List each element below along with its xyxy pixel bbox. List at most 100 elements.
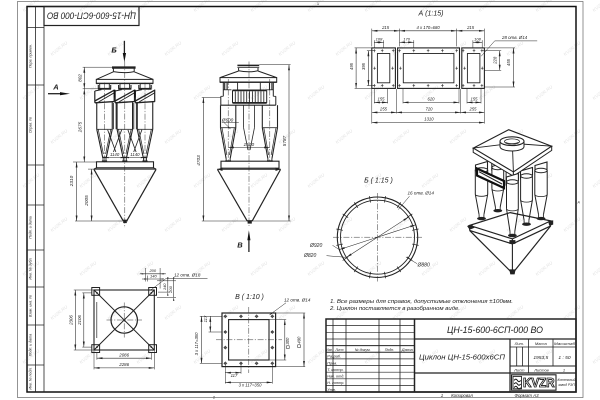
svg-text:KVZR.RU: KVZR.RU (592, 172, 600, 189)
svg-text:KVZR: KVZR (523, 376, 555, 390)
svg-text:1140: 1140 (110, 152, 120, 157)
svg-text:215: 215 (466, 25, 475, 30)
svg-text:200: 200 (148, 268, 156, 273)
svg-text:Б: Б (111, 46, 117, 55)
svg-text:2286: 2286 (118, 362, 129, 367)
svg-text:4703: 4703 (196, 155, 201, 166)
svg-text:ЦН-15-600-6СП-000 ВО: ЦН-15-600-6СП-000 ВО (447, 325, 543, 335)
svg-text:2106: 2106 (77, 315, 82, 326)
svg-text:Листов: Листов (533, 368, 549, 373)
svg-text:Инв. № дубл.: Инв. № дубл. (29, 257, 33, 279)
svg-text:Формат А3: Формат А3 (514, 393, 539, 398)
svg-text:Лит.: Лит. (514, 341, 524, 346)
svg-text:395: 395 (361, 62, 366, 70)
svg-text:Взам. инв. №: Взам. инв. № (29, 295, 33, 317)
svg-text:1: 1 (317, 1, 320, 6)
svg-text:Инв. № подл.: Инв. № подл. (29, 367, 33, 389)
svg-text:Подп. и дата: Подп. и дата (29, 334, 33, 357)
svg-text:1: 1 (563, 368, 565, 373)
svg-text:Котельный: Котельный (558, 378, 576, 382)
svg-text:802: 802 (78, 74, 83, 82)
svg-text:255: 255 (379, 106, 388, 111)
svg-text:2005: 2005 (84, 195, 89, 207)
svg-text:Ø820: Ø820 (303, 253, 316, 259)
svg-text:255: 255 (469, 106, 478, 111)
svg-text:3 x 117=350: 3 x 117=350 (194, 332, 199, 356)
svg-text:2306: 2306 (69, 315, 74, 326)
svg-text:2310: 2310 (69, 175, 74, 187)
svg-text:Циклон ЦН-15-600х6СП: Циклон ЦН-15-600х6СП (419, 353, 506, 362)
svg-text:А: А (577, 201, 581, 205)
svg-text:Перв. примен.: Перв. примен. (29, 44, 33, 68)
svg-text:Утв.: Утв. (327, 388, 336, 392)
svg-text:Лист: Лист (513, 368, 525, 373)
svg-text:117: 117 (203, 315, 208, 322)
svg-text:2: 2 (213, 395, 216, 400)
svg-text:В ( 1:10 ): В ( 1:10 ) (235, 294, 264, 301)
svg-text:Подп.: Подп. (385, 348, 395, 352)
svg-text:12 отв. Ø18: 12 отв. Ø18 (174, 273, 201, 278)
svg-text:KVZR.RU: KVZR.RU (592, 348, 600, 365)
svg-text:Масса: Масса (535, 341, 548, 346)
svg-text:108: 108 (474, 37, 481, 42)
svg-text:1310: 1310 (424, 117, 434, 122)
svg-text:ЦН-15-600-6СП-000 ВО: ЦН-15-600-6СП-000 ВО (46, 11, 136, 22)
svg-text:300: 300 (285, 337, 290, 345)
svg-text:KVZR.RU: KVZR.RU (592, 260, 600, 277)
svg-text:228: 228 (492, 56, 497, 65)
svg-text:А: А (52, 83, 58, 92)
svg-text:Ø920: Ø920 (309, 243, 322, 249)
svg-text:Дата: Дата (401, 348, 413, 352)
svg-text:KVZR.RU: KVZR.RU (592, 0, 600, 13)
svg-text:Копировал: Копировал (451, 393, 473, 398)
svg-text:108: 108 (376, 37, 383, 42)
svg-text:155: 155 (378, 96, 386, 101)
svg-text:Изм.: Изм. (327, 348, 333, 352)
svg-text:1: 1 (441, 393, 444, 398)
svg-text:1. Все размеры для справок, до: 1. Все размеры для справок, допустимые о… (330, 299, 513, 305)
svg-text:2. Циклон поставляется в разоб: 2. Циклон поставляется в разобранном вид… (329, 306, 460, 312)
svg-text:16 отв. Ø14: 16 отв. Ø14 (408, 191, 435, 196)
svg-text:Масштаб: Масштаб (554, 341, 576, 346)
svg-text:4 x 170=680: 4 x 170=680 (417, 25, 441, 30)
svg-text:Нач. отд.: Нач. отд. (327, 375, 344, 379)
svg-text:Справ. №: Справ. № (29, 117, 33, 133)
svg-text:завод РЭП: завод РЭП (557, 383, 575, 387)
svg-text:140: 140 (150, 274, 157, 279)
svg-text:215: 215 (381, 25, 390, 30)
svg-text:140: 140 (162, 283, 167, 290)
svg-text:1140: 1140 (130, 152, 140, 157)
svg-text:KVZR.RU: KVZR.RU (592, 84, 600, 101)
svg-text:Подп. и дата: Подп. и дата (29, 216, 33, 239)
svg-text:28 отв. Ø14: 28 отв. Ø14 (501, 35, 528, 40)
svg-text:А (1:15): А (1:15) (418, 11, 444, 18)
svg-text:Н. контр.: Н. контр. (327, 381, 344, 385)
svg-text:5787: 5787 (282, 135, 287, 146)
svg-text:12 отв. Ø14: 12 отв. Ø14 (284, 298, 311, 303)
svg-text:1953,5: 1953,5 (533, 355, 548, 361)
svg-text:1 : 50: 1 : 50 (558, 355, 571, 361)
svg-text:Ø880: Ø880 (417, 262, 430, 268)
svg-text:170: 170 (403, 37, 410, 42)
svg-text:455: 455 (506, 58, 511, 66)
svg-text:495: 495 (349, 62, 354, 70)
svg-text:В: В (237, 241, 243, 250)
svg-text:№ докум.: № докум. (355, 348, 371, 352)
svg-text:1500: 1500 (243, 142, 254, 148)
svg-text:3 x 117=350: 3 x 117=350 (239, 383, 263, 388)
svg-text:155: 155 (471, 96, 479, 101)
svg-text:Б ( 1:15 ): Б ( 1:15 ) (364, 178, 393, 185)
svg-text:Ø600: Ø600 (221, 118, 234, 123)
svg-text:720: 720 (426, 106, 434, 111)
svg-text:117: 117 (231, 373, 238, 378)
svg-text:Пров.: Пров. (327, 361, 337, 365)
svg-text:490: 490 (296, 336, 301, 344)
svg-text:Разраб.: Разраб. (327, 355, 341, 359)
svg-text:2675: 2675 (78, 121, 83, 133)
svg-text:200: 200 (168, 285, 173, 293)
svg-text:Т. контр.: Т. контр. (327, 368, 343, 372)
svg-text:2086: 2086 (118, 352, 129, 357)
svg-text:Лист: Лист (335, 348, 344, 352)
svg-text:620: 620 (428, 96, 436, 101)
svg-text:KVZR: KVZR (523, 376, 555, 390)
